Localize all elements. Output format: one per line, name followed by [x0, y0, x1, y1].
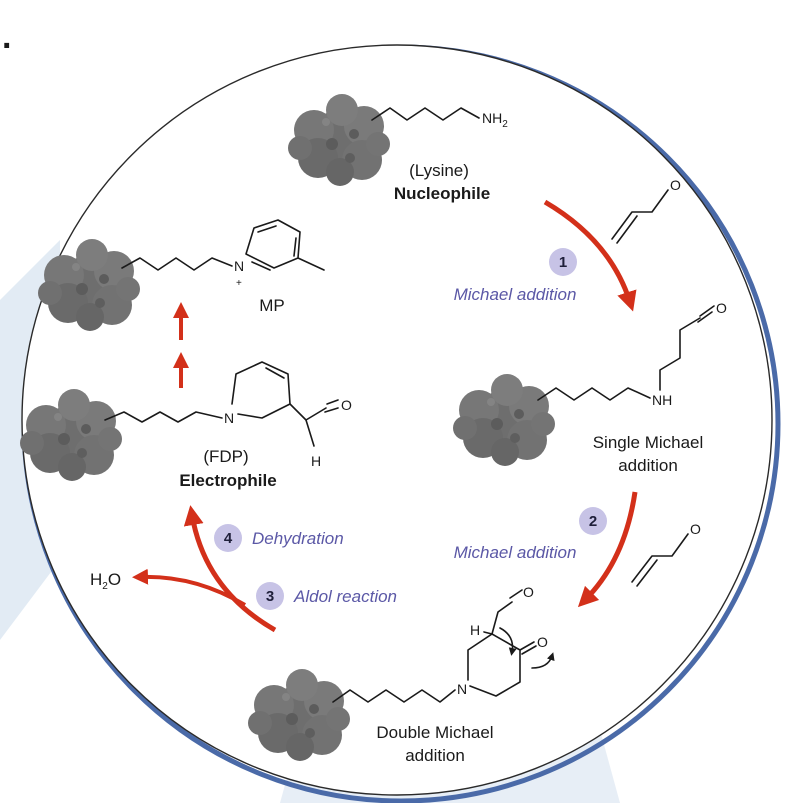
fdp-h: H — [311, 453, 321, 469]
double-h: H — [470, 622, 480, 638]
step-badge-1 — [549, 248, 577, 276]
single-o: O — [716, 300, 727, 316]
arrow-step-1 — [543, 199, 637, 312]
fdp-o: O — [341, 397, 352, 413]
step-label-2: Michael addition — [454, 543, 577, 562]
mp-n: N — [234, 258, 244, 274]
step-badge-4 — [214, 524, 242, 552]
cycle-ring — [21, 44, 773, 796]
single-n: NH — [652, 392, 672, 408]
single-label-1: Single Michael — [593, 433, 704, 452]
step-badge-2 — [579, 507, 607, 535]
double-label-1: Double Michael — [376, 723, 493, 742]
step-number-1: 1 — [559, 254, 567, 271]
step-number-2: 2 — [589, 513, 597, 530]
double-label-2: addition — [405, 746, 465, 765]
double-n: N — [457, 681, 467, 697]
single-label-2: addition — [618, 456, 678, 475]
step-label-1: Michael addition — [454, 285, 577, 304]
step-number-4: 4 — [224, 530, 233, 547]
acrolein-top-o: O — [670, 177, 681, 193]
step-badge-3 — [256, 582, 284, 610]
mp-charge: + — [236, 278, 242, 289]
step-label-3: Aldol reaction — [293, 587, 397, 606]
arrow-step-3-4 — [183, 505, 277, 633]
step-number-3: 3 — [266, 588, 274, 605]
fdp-role: Electrophile — [179, 471, 276, 490]
arrow-water-release — [132, 568, 247, 607]
top-left-mark: . — [2, 18, 11, 56]
fdp-n: N — [224, 410, 234, 426]
double-o2: O — [537, 634, 548, 650]
arrow-step-2 — [577, 491, 638, 608]
water-label: H2O — [90, 570, 121, 592]
fdp-name: (FDP) — [203, 447, 248, 466]
lysine-nh2-label: NH2 — [482, 110, 508, 130]
lysine-role: Nucleophile — [394, 184, 490, 203]
mp-name: MP — [259, 296, 285, 315]
step-label-4: Dehydration — [252, 529, 344, 548]
lysine-name: (Lysine) — [409, 161, 469, 180]
double-o1: O — [523, 584, 534, 600]
acrolein-bottom-o: O — [690, 521, 701, 537]
